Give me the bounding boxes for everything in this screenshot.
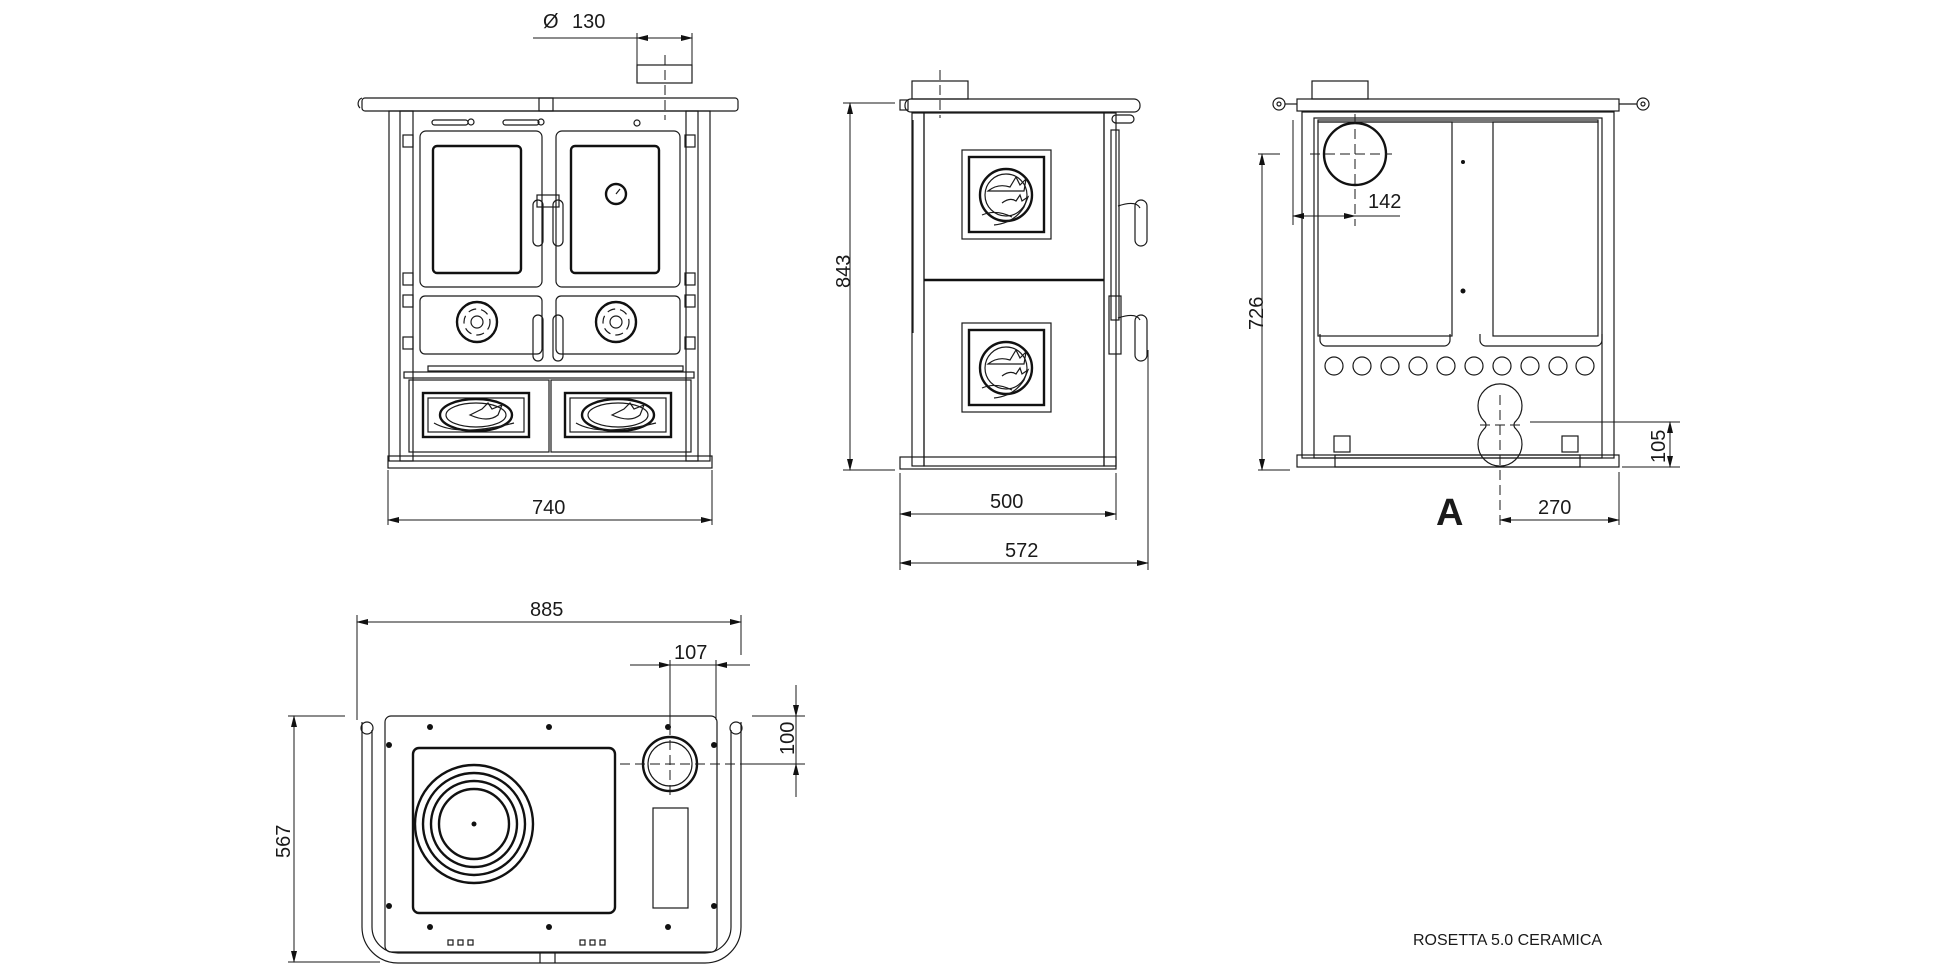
towel-rail [361,722,742,964]
top-plate-rear [1296,98,1620,112]
dim-rear-inlet-height: 105 [1648,430,1670,463]
dim-front-width: 740 [532,497,565,519]
vent-holes [1324,356,1595,376]
hob-plate [411,746,617,915]
air-inlet [1477,383,1523,467]
dim-top-flue-offset-x: 107 [674,642,707,664]
top-plate [361,97,739,112]
dim-top-depth: 567 [273,825,295,858]
vent-knob-right [594,300,638,344]
dim-symbol-diameter: Ø [543,11,559,33]
view-label-a: A [1436,492,1463,534]
hob-rings [413,763,535,885]
side-view: 843 500 572 [833,70,1149,570]
oven-door-left [419,130,543,288]
dim-top-width: 885 [530,599,563,621]
dim-side-depth-total: 572 [1005,540,1038,562]
top-plate-side [904,98,1141,113]
oven-door-right [555,130,681,288]
dim-rear-flue-offset: 142 [1368,191,1401,213]
drawer-right [550,379,692,453]
rear-view: 726 142 105 270 A [1246,80,1680,534]
base-plinth [387,455,713,469]
vent-knob-left [455,300,499,344]
dim-side-depth-body: 500 [990,491,1023,513]
thermometer-icon [604,182,628,206]
flue-pipe-rear [1311,80,1369,100]
front-view: Ø 130 740 [357,11,739,525]
drawer-left [408,379,550,453]
dim-top-flue-offset-y: 100 [777,722,799,755]
door-handles [532,194,564,362]
rear-panel-right [1492,121,1599,337]
top-plate-cooking [384,715,718,953]
dim-flue-diameter: 130 [572,11,605,33]
rear-panel-left [1317,121,1453,337]
dim-rear-inlet-offset: 270 [1538,497,1571,519]
water-tank-lid [652,807,689,909]
dim-side-height: 843 [833,255,855,288]
ceramic-tile-lower [961,322,1052,413]
drawing-title: ROSETTA 5.0 CERAMICA [1413,932,1602,949]
top-view: 885 107 100 567 [273,599,805,964]
ceramic-tile-upper [961,149,1052,240]
dim-rear-flue-height: 726 [1246,297,1268,330]
